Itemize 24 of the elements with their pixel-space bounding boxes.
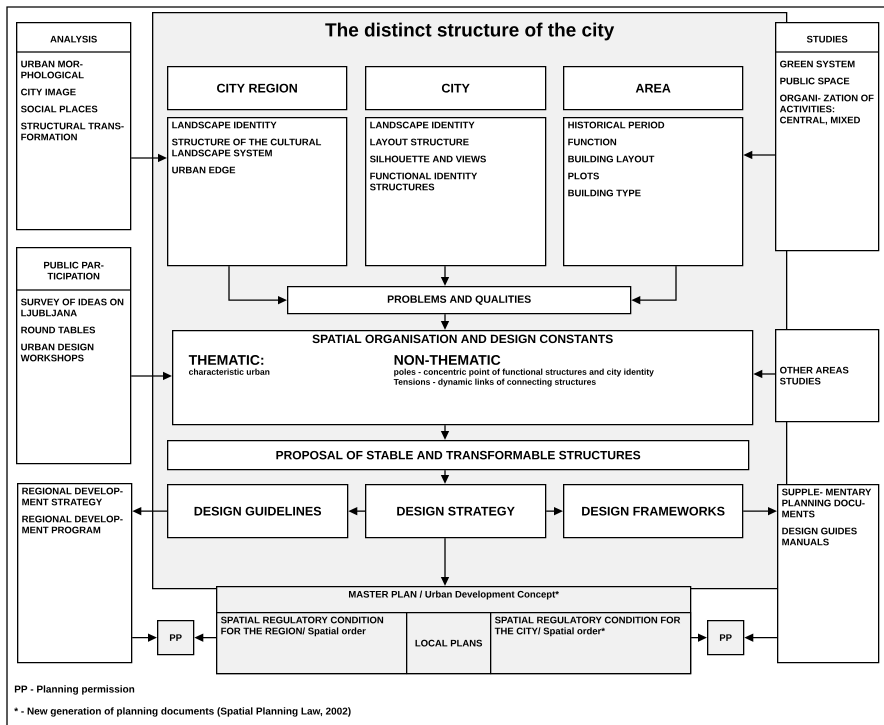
footnote: * - New generation of planning documents (Spatial Planning Law, 2002): [14, 707, 351, 717]
design-box: DESIGN FRAMEWORKS: [563, 484, 744, 538]
design-box: DESIGN GUIDELINES: [167, 484, 348, 538]
process-box: PROPOSAL OF STABLE AND TRANSFORMABLE STRUCTURES: [167, 440, 750, 470]
criteria-box: LANDSCAPE IDENTITY STRUCTURE OF THE CULTURAL LANDSCAPE SYSTEM URBAN EDGE: [167, 117, 348, 266]
table-cell: LOCAL PLANS: [406, 612, 492, 674]
footnote: PP - Planning permission: [14, 685, 134, 695]
output-box: REGIONAL DEVELOP- MENT STRATEGY REGIONAL DEVELOP- MENT PROGRAM: [17, 482, 132, 664]
criteria-box: HISTORICAL PERIOD FUNCTION BUILDING LAYOUT PLOTS BUILDING TYPE: [563, 117, 744, 266]
process-box: SPATIAL ORGANISATION AND DESIGN CONSTANTS THEMATIC: characteristic urban NON-THEMATIC poles - concentric point of functional structures and city identity Tensions - dynamic links of connecting structures: [172, 330, 754, 426]
design-box: DESIGN STRATEGY: [365, 484, 546, 538]
diagram-title: The distinct structure of the city: [325, 22, 614, 40]
input-box: OTHER AREAS STUDIES: [775, 328, 880, 422]
input-box: STUDIES GREEN SYSTEM PUBLIC SPACE ORGANI- ZATION OF ACTIVITIES: CENTRAL, MIXED: [775, 22, 880, 252]
input-box: PUBLIC PAR- TICIPATION SURVEY OF IDEAS ON LJUBLJANA ROUND TABLES URBAN DESIGN WORKSHOPS: [16, 246, 132, 464]
level-box: CITY REGION: [167, 66, 348, 110]
permission-box: PP: [157, 620, 194, 656]
permission-box: PP: [707, 620, 744, 656]
level-box: CITY: [365, 66, 546, 110]
input-box: ANALYSIS URBAN MOR- PHOLOGICAL CITY IMAGE SOCIAL PLACES STRUCTURAL TRANS- FORMATION: [16, 22, 132, 230]
level-box: AREA: [563, 66, 744, 110]
criteria-box: LANDSCAPE IDENTITY LAYOUT STRUCTURE SILHOUETTE AND VIEWS FUNCTIONAL IDENTITY STRUCTURES: [365, 117, 546, 266]
process-box: PROBLEMS AND QUALITIES: [287, 286, 632, 314]
output-box: SUPPLE- MENTARY PLANNING DOCU- MENTS DESIGN GUIDES MANUALS: [777, 484, 880, 664]
